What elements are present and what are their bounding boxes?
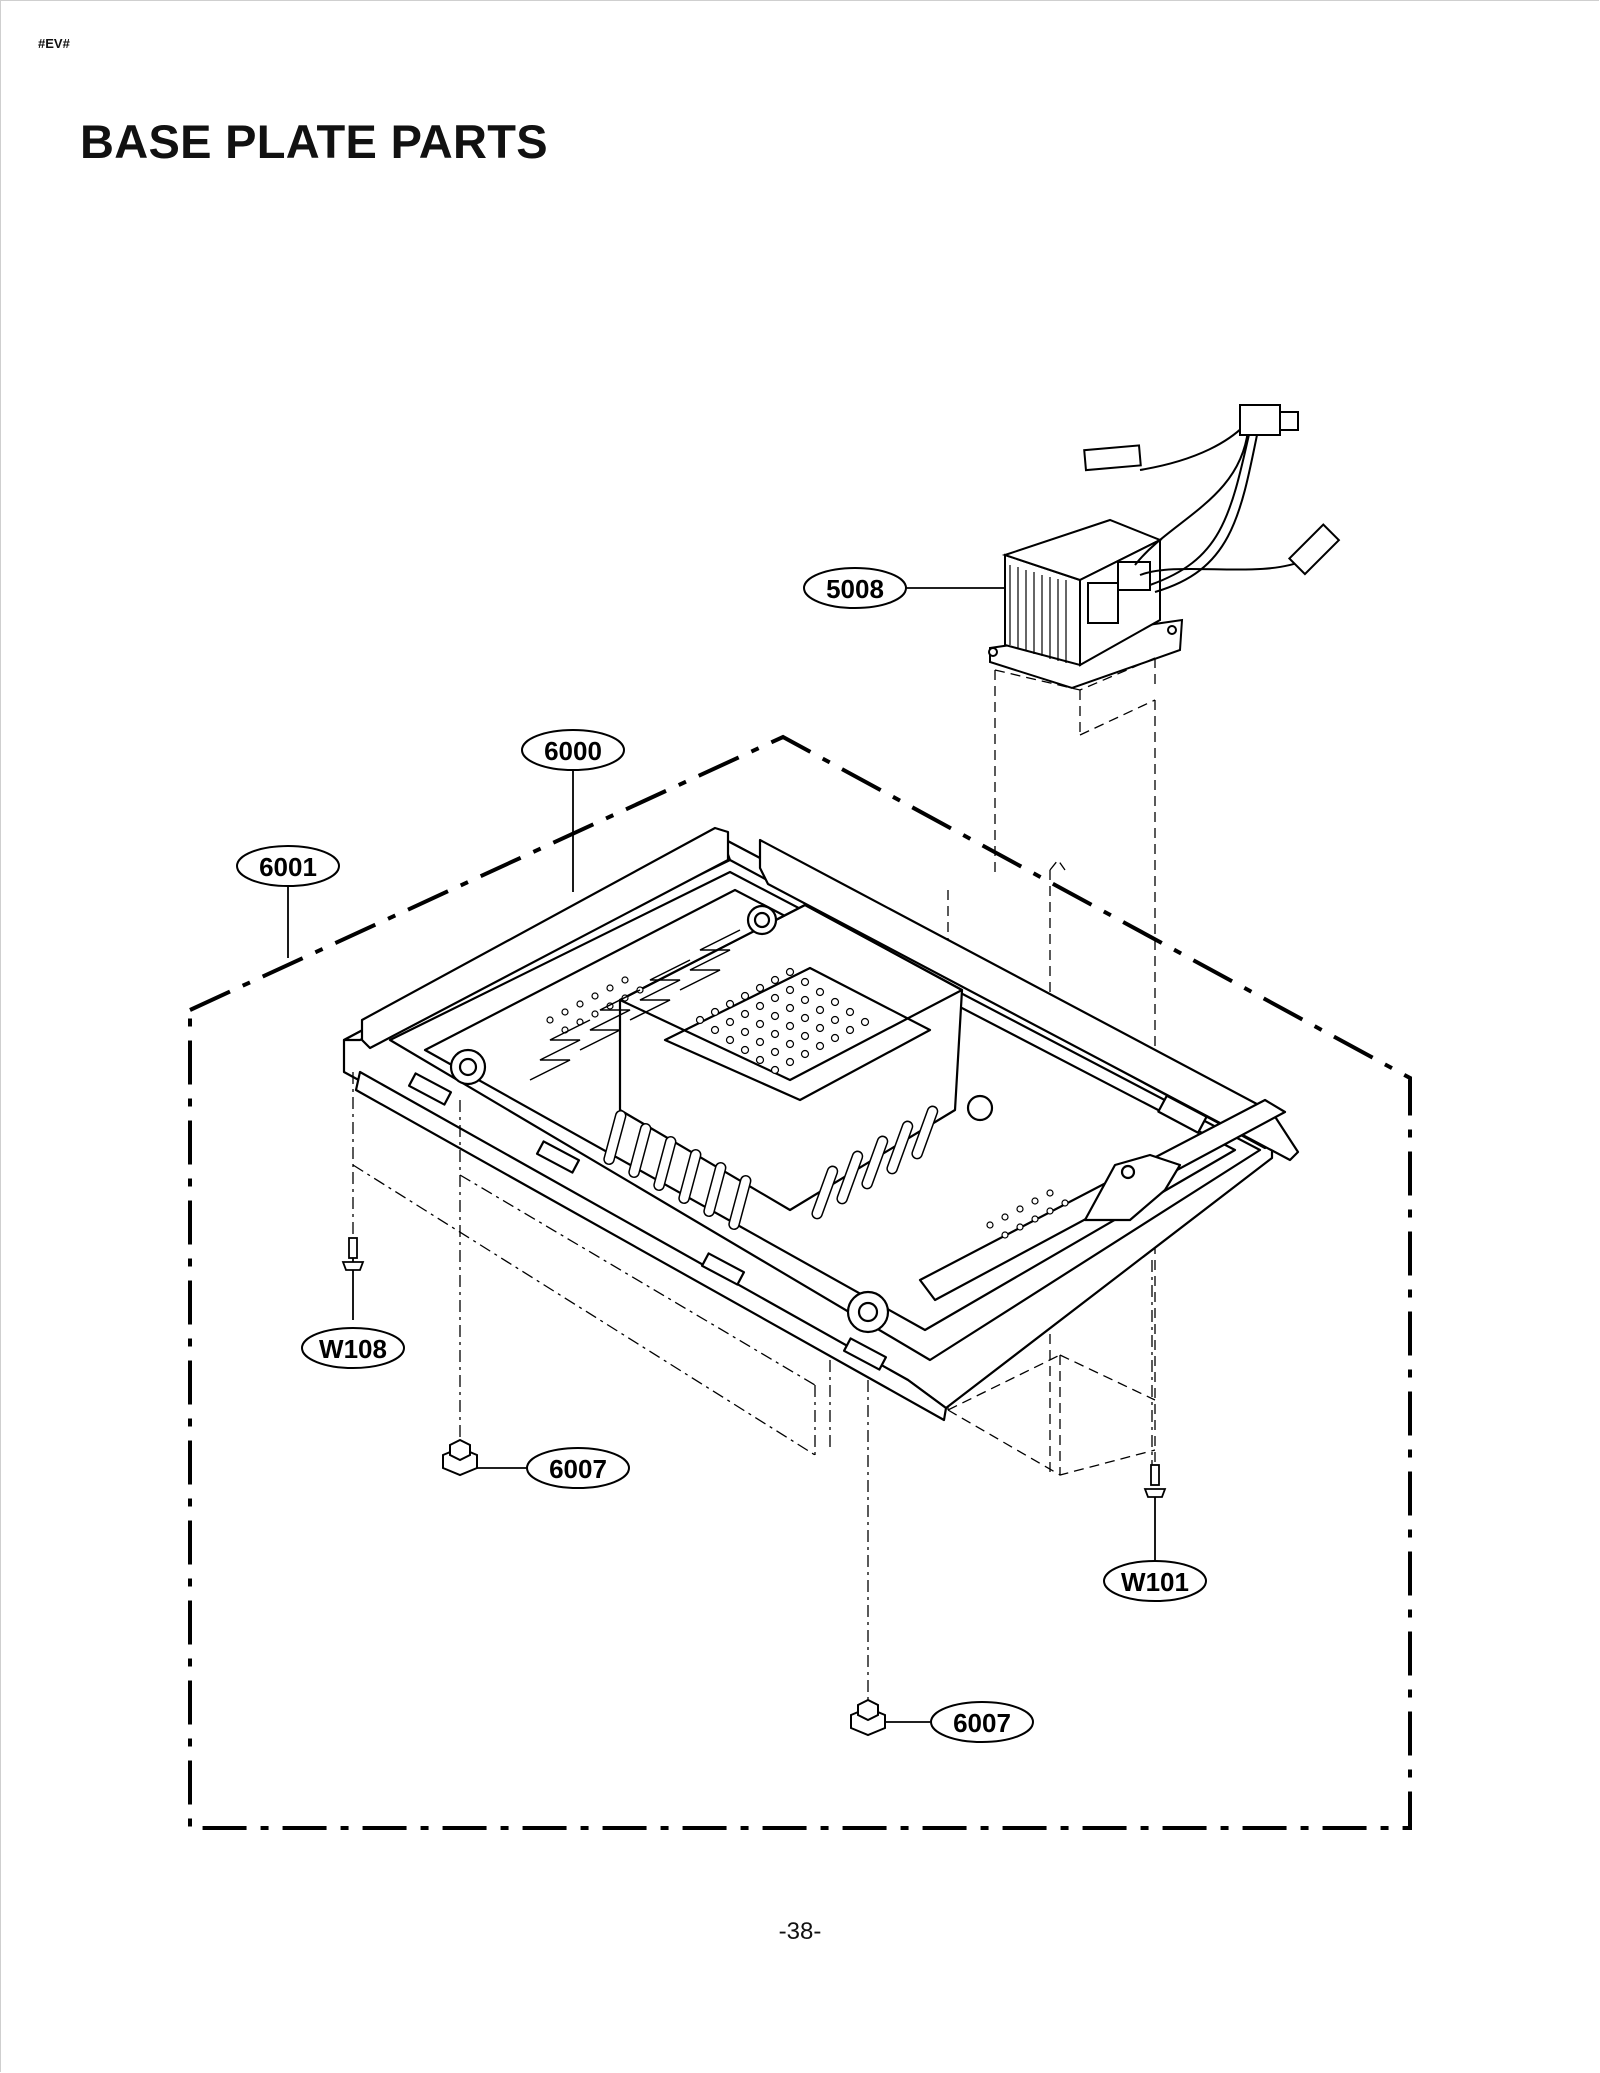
base-plate-part xyxy=(342,826,1300,1422)
callout-6007-left: 6007 xyxy=(526,1447,630,1489)
callout-w108-label: W108 xyxy=(319,1334,387,1364)
transformer-wires xyxy=(1083,404,1341,593)
callout-w101-label: W101 xyxy=(1121,1567,1189,1597)
callout-w108: W108 xyxy=(301,1327,405,1369)
leader-lines xyxy=(287,587,1156,1723)
fastener-guides xyxy=(352,1072,1153,1700)
screw-w101 xyxy=(1143,1464,1167,1498)
callout-6001-label: 6001 xyxy=(259,852,317,882)
assembly-boundary xyxy=(188,734,1412,1830)
callout-5008: 5008 xyxy=(803,567,907,609)
callout-6007-bottom: 6007 xyxy=(930,1701,1034,1743)
callout-6000: 6000 xyxy=(521,729,625,771)
callout-6007-bottom-label: 6007 xyxy=(953,1708,1011,1738)
callout-w101: W101 xyxy=(1103,1560,1207,1602)
ventilation-slots xyxy=(529,929,939,1230)
page-title: BASE PLATE PARTS xyxy=(80,115,548,168)
callout-5008-label: 5008 xyxy=(826,574,884,604)
grille-perforations xyxy=(546,967,1069,1239)
callout-6001: 6001 xyxy=(236,845,340,887)
foot-6007-bottom xyxy=(850,1698,886,1737)
page-number: -38- xyxy=(778,1918,822,1945)
screw-w108 xyxy=(341,1237,365,1271)
callout-6000-label: 6000 xyxy=(544,736,602,766)
foot-6007-left xyxy=(442,1438,478,1477)
doc-code: #EV# xyxy=(38,36,70,51)
callout-6007-left-label: 6007 xyxy=(549,1454,607,1484)
